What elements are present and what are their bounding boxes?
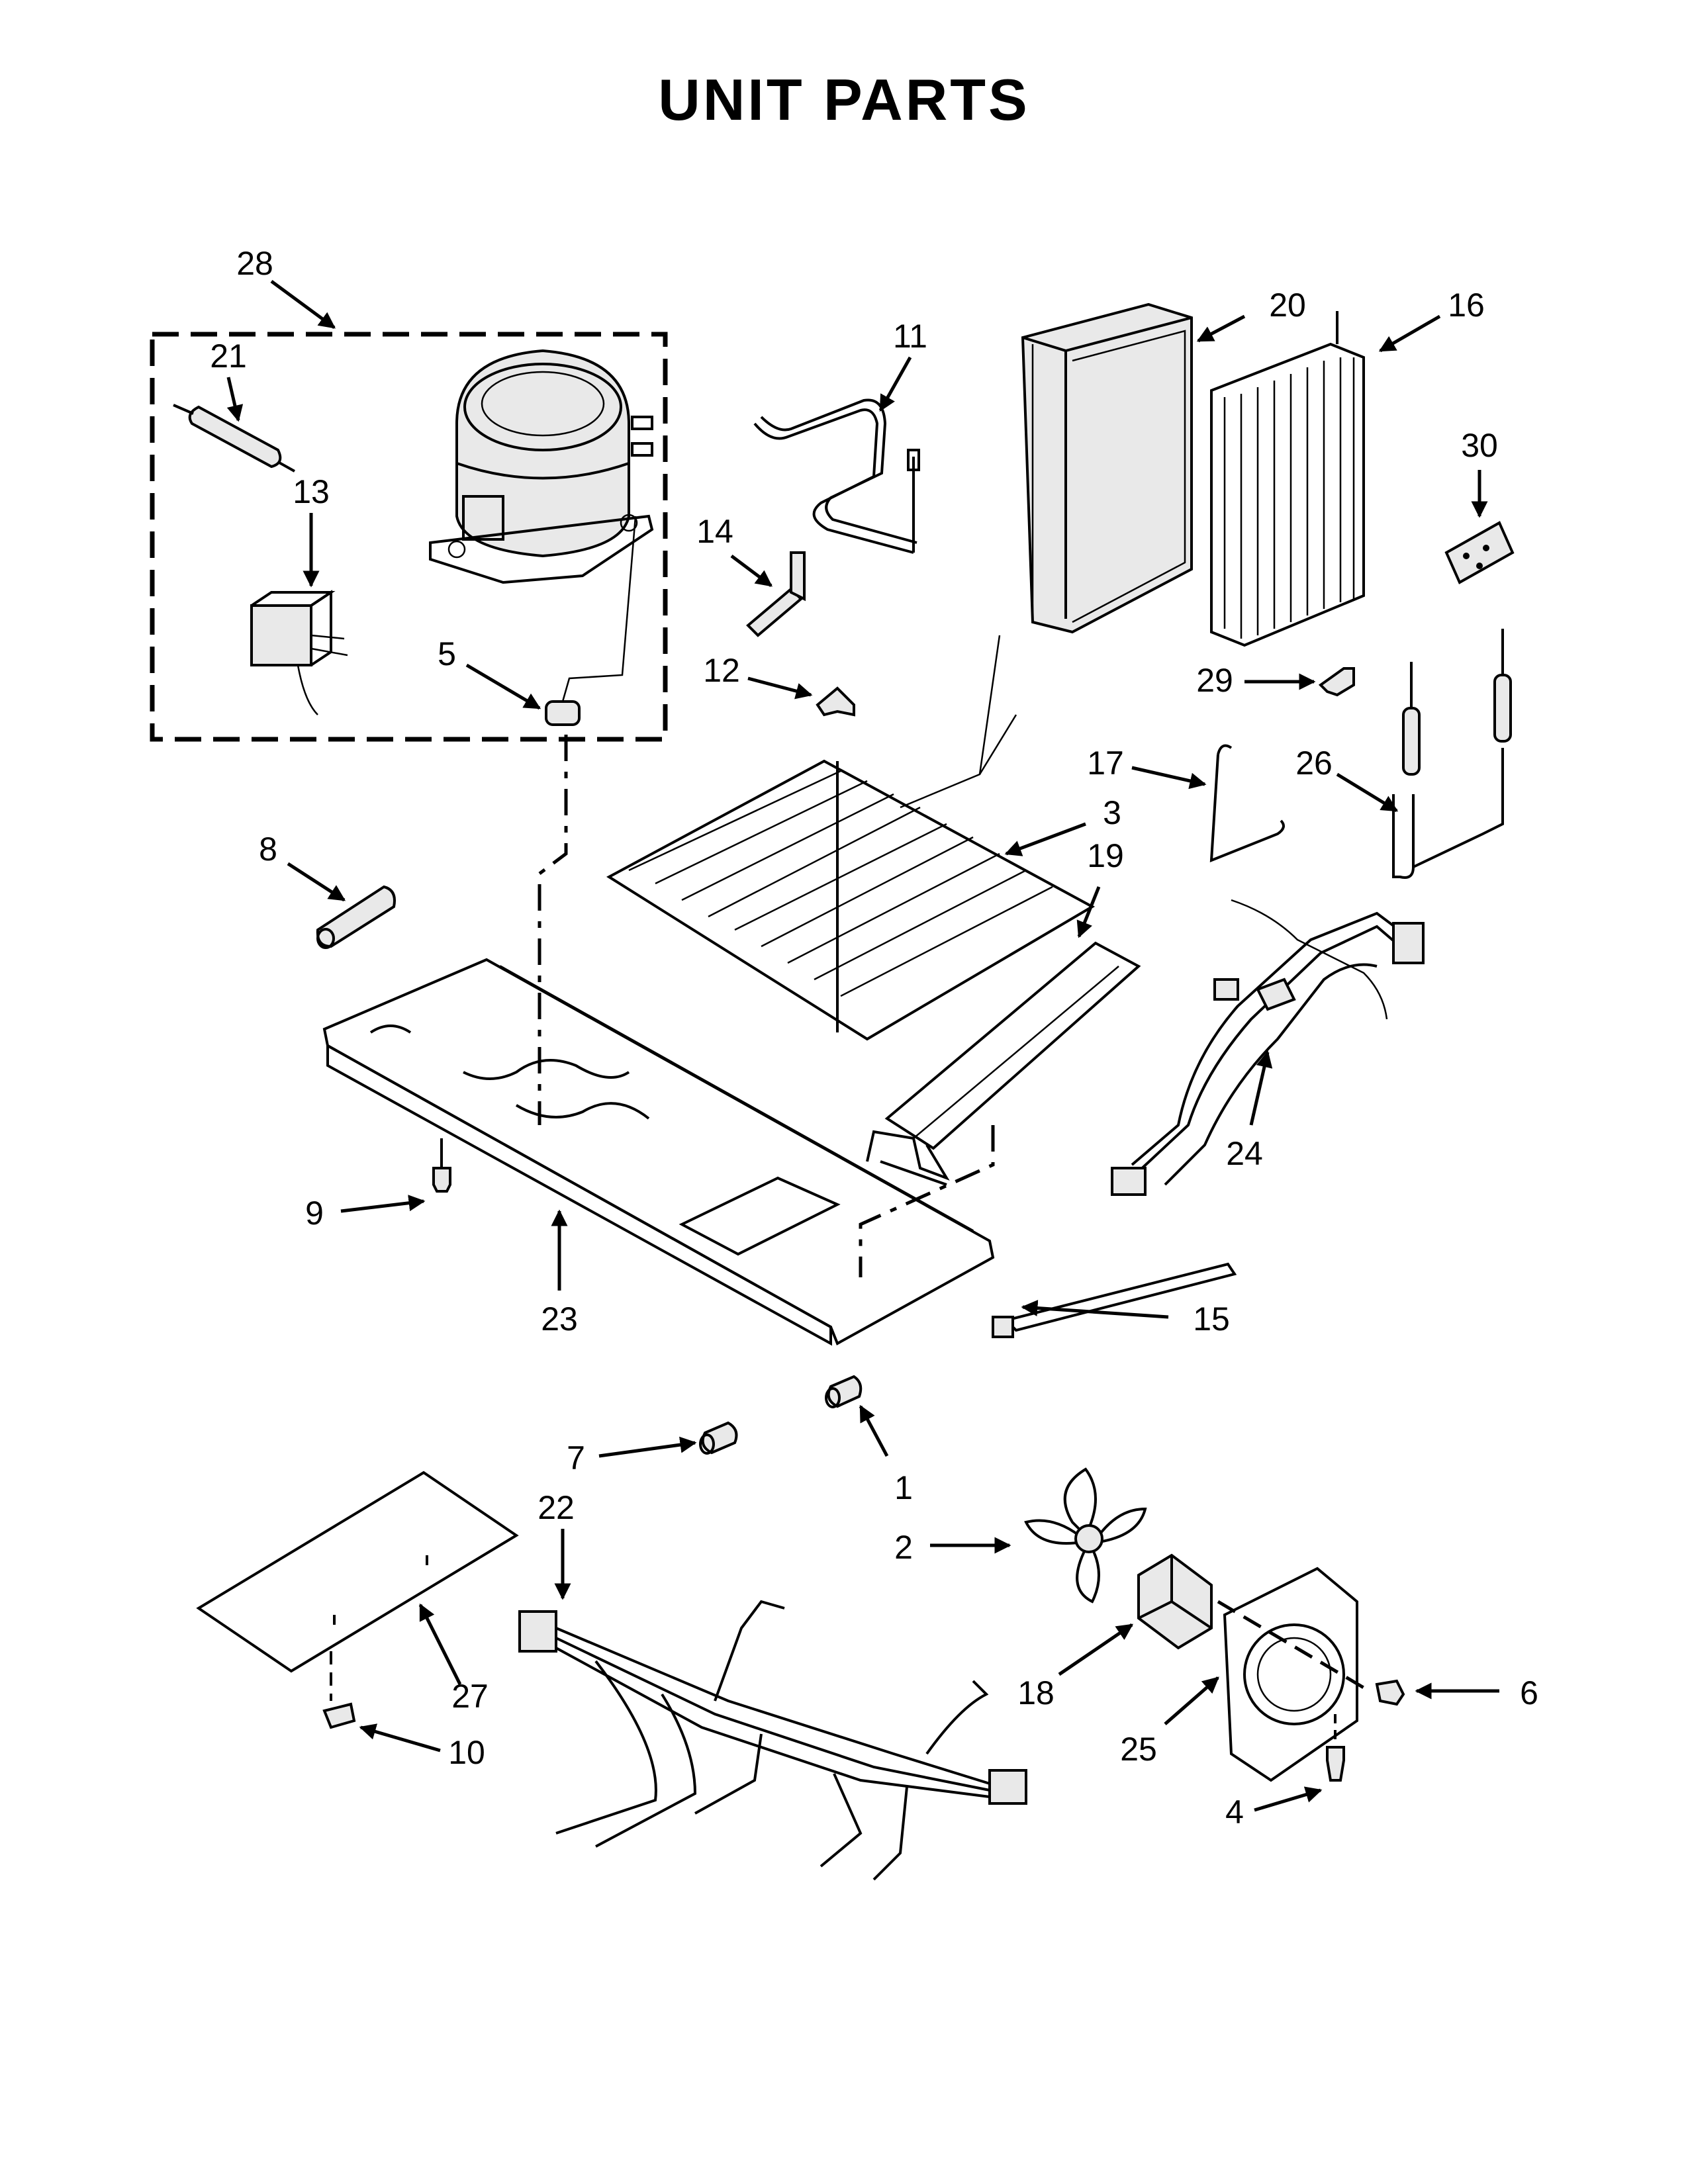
callout-20: 20: [1269, 287, 1306, 324]
base-plate-part: [322, 958, 995, 1346]
relation-line-drain-pan: [859, 1125, 995, 1277]
screw-4-part: [1326, 1714, 1345, 1782]
callout-23: 23: [541, 1300, 578, 1338]
callout-30: 30: [1461, 427, 1498, 464]
relay-part: [250, 590, 348, 715]
callout-26: 26: [1295, 745, 1333, 782]
evaporator-coil-part: [1210, 311, 1365, 647]
evaporator-cover-part: [1021, 302, 1193, 634]
fan-blade-part: [1024, 1467, 1147, 1604]
callout-5: 5: [438, 635, 456, 672]
callout-6: 6: [1520, 1674, 1538, 1711]
callout-7: 7: [567, 1439, 585, 1477]
callout-24: 24: [1226, 1135, 1263, 1172]
callout-19: 19: [1087, 837, 1124, 874]
callout-25: 25: [1120, 1731, 1157, 1768]
callout-11: 11: [893, 318, 927, 355]
callout-2: 2: [894, 1529, 913, 1566]
harness-24-part: [1111, 899, 1425, 1196]
fan-shroud-part: [1217, 1567, 1365, 1782]
screw-6-part: [1375, 1679, 1405, 1706]
cable-tie-part: [992, 1262, 1237, 1338]
fan-motor-part: [1137, 1553, 1213, 1650]
callout-12: 12: [703, 652, 740, 689]
callout-1: 1: [894, 1469, 913, 1506]
relation-line-compressor: [538, 735, 568, 1125]
callout-18: 18: [1017, 1674, 1055, 1711]
page-title: UNIT PARTS: [658, 67, 1030, 132]
overload-protector-part: [545, 516, 637, 726]
callout-8: 8: [259, 831, 277, 868]
callout-3: 3: [1103, 794, 1121, 831]
harness-22-part: [518, 1600, 1027, 1881]
drain-pan-part: [866, 941, 1141, 1186]
callout-9: 9: [305, 1195, 324, 1232]
callout-13: 13: [293, 473, 330, 510]
pad-30-part: [1444, 521, 1515, 584]
callout-22: 22: [538, 1489, 575, 1526]
clip-12-part: [816, 686, 855, 717]
tube-26-part: [1392, 629, 1512, 879]
leader-arrows: [226, 279, 1499, 1812]
callout-27: 27: [451, 1678, 489, 1715]
grommet-1-part: [825, 1375, 863, 1408]
callout-17: 17: [1087, 745, 1124, 782]
insulation-sheet-part: [196, 1471, 519, 1673]
callout-29: 29: [1196, 662, 1233, 699]
callout-21: 21: [210, 338, 247, 375]
callout-28: 28: [236, 245, 273, 282]
assembly-28-boundary: [150, 332, 668, 742]
tube-14-part: [746, 551, 806, 637]
tube-11-part: [753, 398, 920, 554]
callout-4: 4: [1225, 1794, 1244, 1831]
callout-10: 10: [448, 1734, 485, 1771]
callout-15: 15: [1193, 1300, 1230, 1338]
clip-29-part: [1318, 667, 1355, 697]
callout-16: 16: [1448, 287, 1485, 324]
sleeve-8-part: [316, 885, 396, 949]
grommet-7-part: [699, 1421, 738, 1455]
callout-14: 14: [696, 513, 733, 550]
condenser-coil-part: [606, 635, 1096, 1041]
clip-10-part: [322, 1651, 356, 1729]
filter-drier-part: [173, 404, 295, 473]
compressor-part: [429, 349, 654, 584]
screw-9-part: [432, 1138, 451, 1193]
bracket-17-part: [1209, 744, 1285, 863]
